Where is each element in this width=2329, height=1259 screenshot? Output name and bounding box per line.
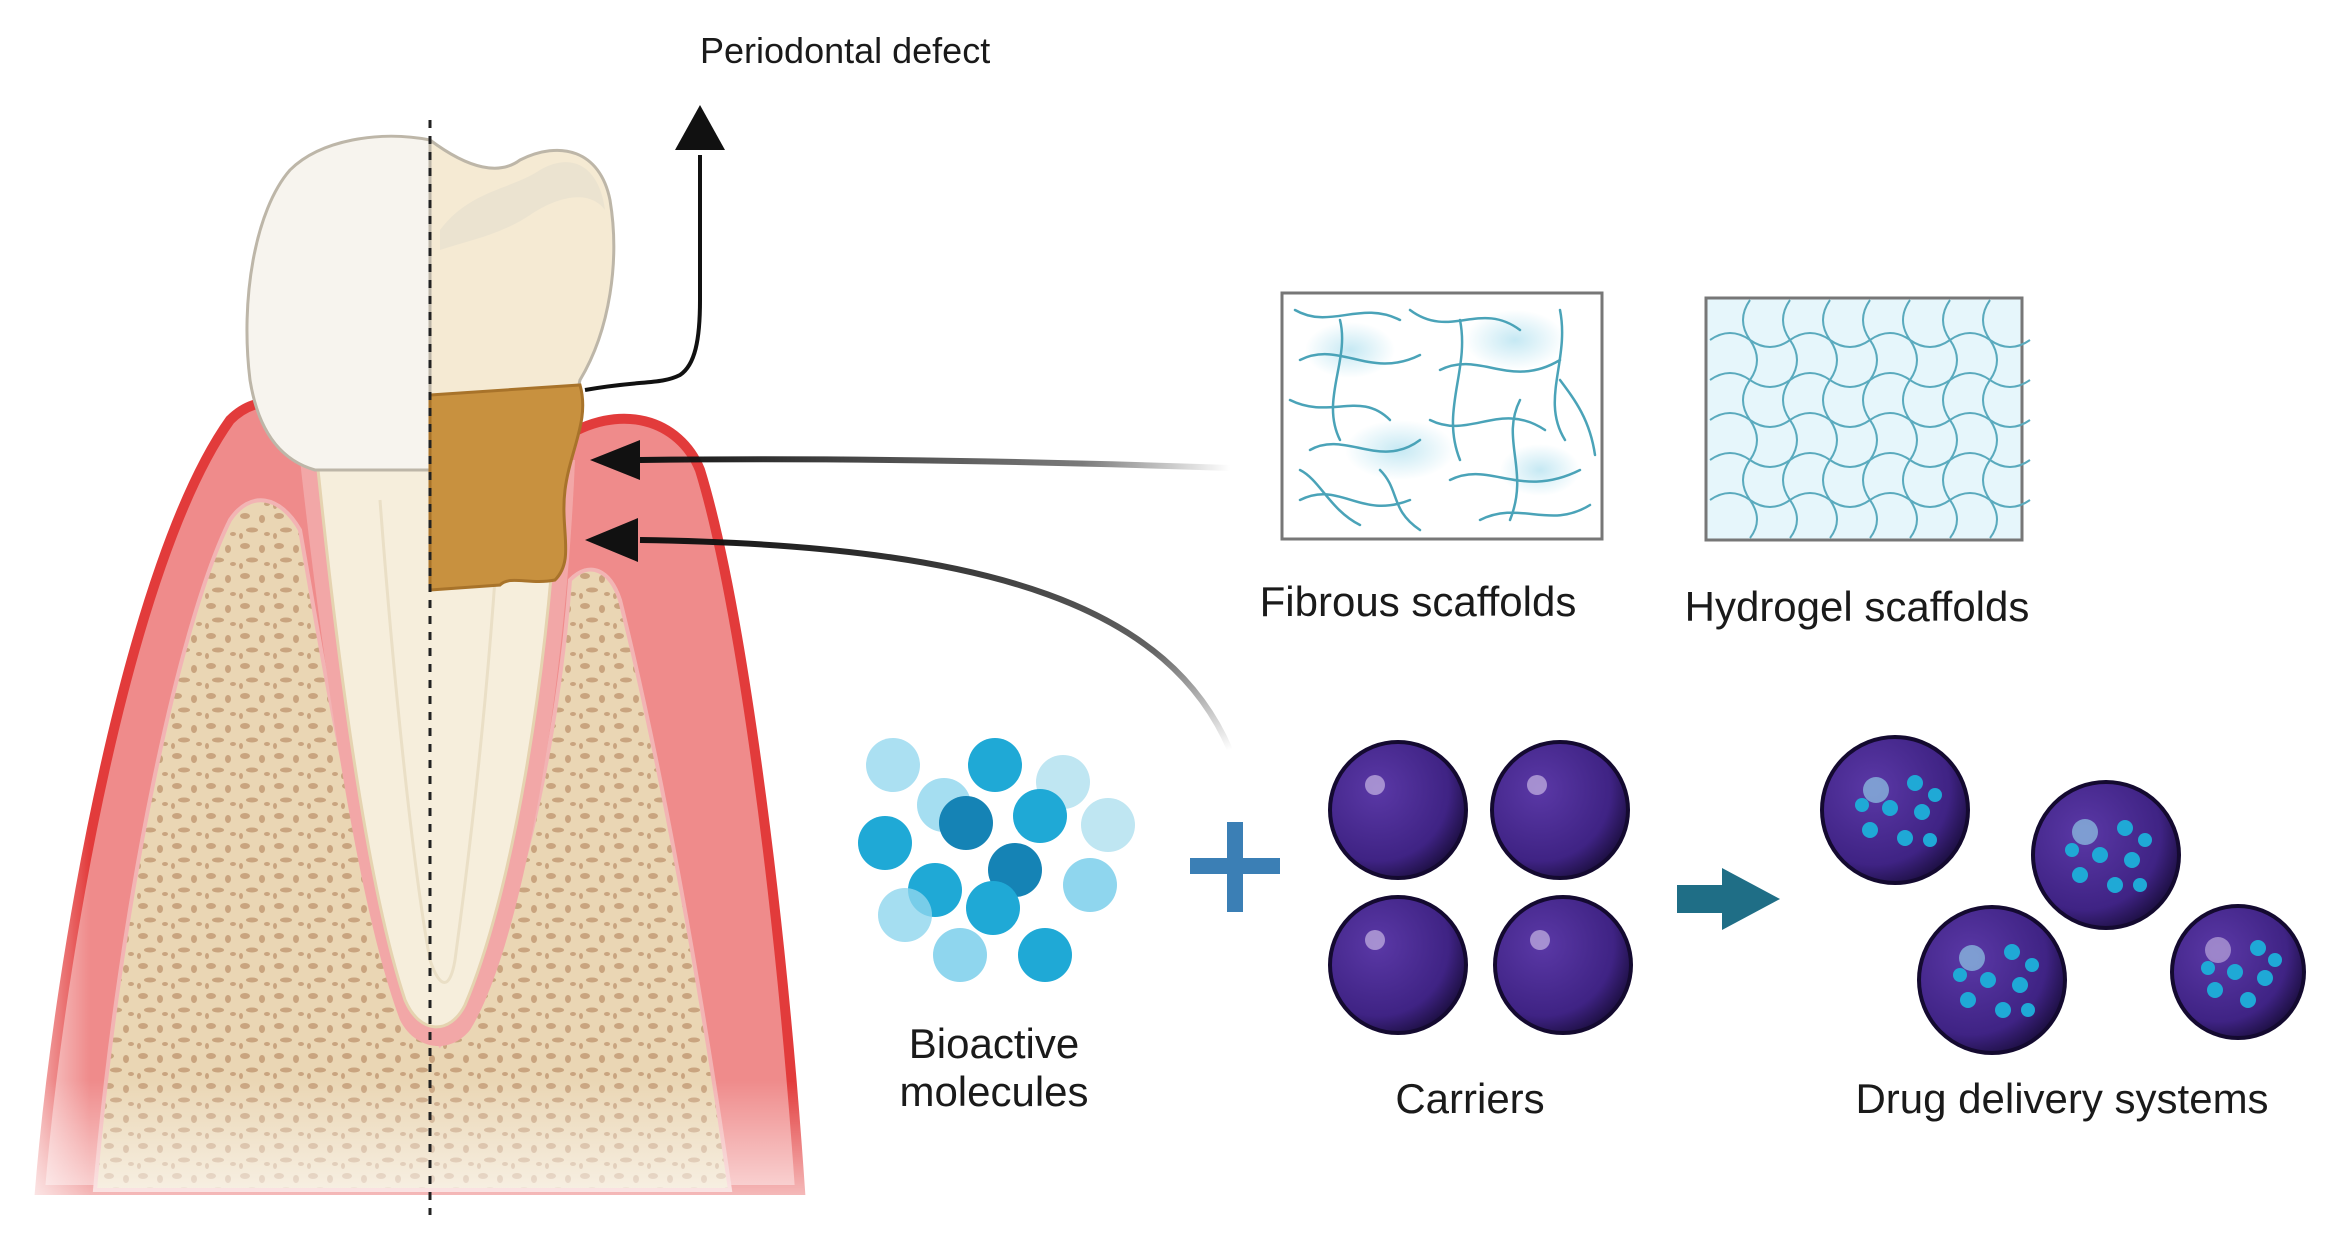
tooth-illustration [0,120,820,1259]
fibrous-scaffold-box [1280,291,1604,541]
arrow-up-icon [675,105,725,150]
defect-pointer-line [584,155,702,392]
root-canal [378,499,502,984]
label-bioactive-line2: molecules [899,1068,1089,1116]
tooth-root [313,438,562,1029]
label-bioactive-line1: Bioactive [908,1020,1080,1067]
drug-delivery-beads [1820,735,2306,1055]
plus-icon [1190,822,1280,912]
bioactive-molecules-cluster [858,738,1135,982]
tooth-crown-enamel [245,134,432,472]
label-periodontal-defect: Periodontal defect [700,30,991,71]
arrow-left-icon [590,440,640,480]
enamel-cap [440,162,605,250]
arrows [584,105,1233,752]
arrow-left-icon [585,518,638,562]
label-carriers: Carriers [1395,1075,1545,1122]
carrier-beads [1328,740,1633,1035]
label-drug-delivery-systems: Drug delivery systems [1855,1075,2269,1122]
label-fibrous-scaffolds: Fibrous scaffolds [1259,578,1577,625]
hydrogel-scaffold-box [1704,296,2031,542]
label-bioactive-molecules: Bioactive molecules [899,1020,1088,1117]
label-hydrogel-scaffolds: Hydrogel scaffolds [1684,583,2030,630]
arrow-right-icon [1677,868,1780,930]
periodontal-defect-area [428,383,585,592]
